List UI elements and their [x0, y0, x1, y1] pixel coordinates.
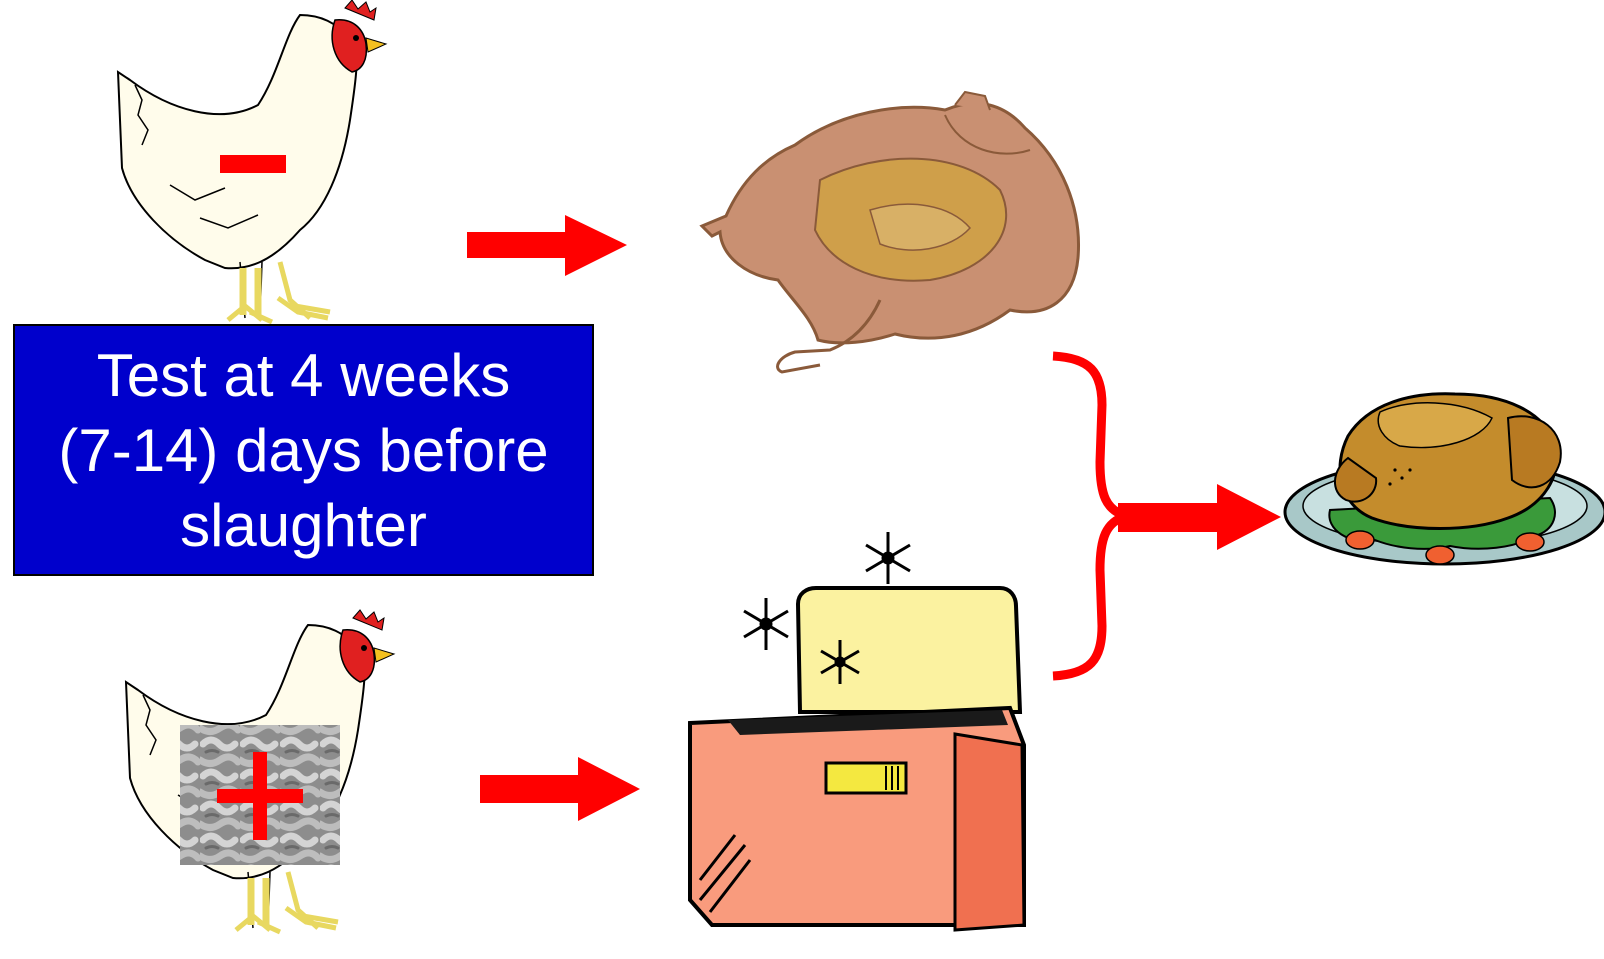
chest-freezer-icon	[690, 588, 1024, 930]
test-timing-label: Test at 4 weeks (7-14) days before slaug…	[13, 324, 594, 576]
brace-icon	[1053, 356, 1126, 676]
arrow-icon	[467, 215, 627, 276]
roast-chicken-platter-icon	[1285, 394, 1604, 564]
snowflake-icon	[744, 598, 788, 650]
plus-sign-icon	[253, 752, 267, 840]
snowflake-icon	[866, 532, 910, 584]
label-line: slaughter	[180, 488, 427, 563]
arrow-icon	[480, 757, 640, 821]
arrow-icon	[1118, 484, 1281, 550]
label-line: Test at 4 weeks	[97, 338, 511, 413]
minus-sign-icon	[220, 155, 286, 173]
label-line: (7-14) days before	[58, 413, 548, 488]
raw-chicken-carcass-icon	[702, 92, 1079, 372]
